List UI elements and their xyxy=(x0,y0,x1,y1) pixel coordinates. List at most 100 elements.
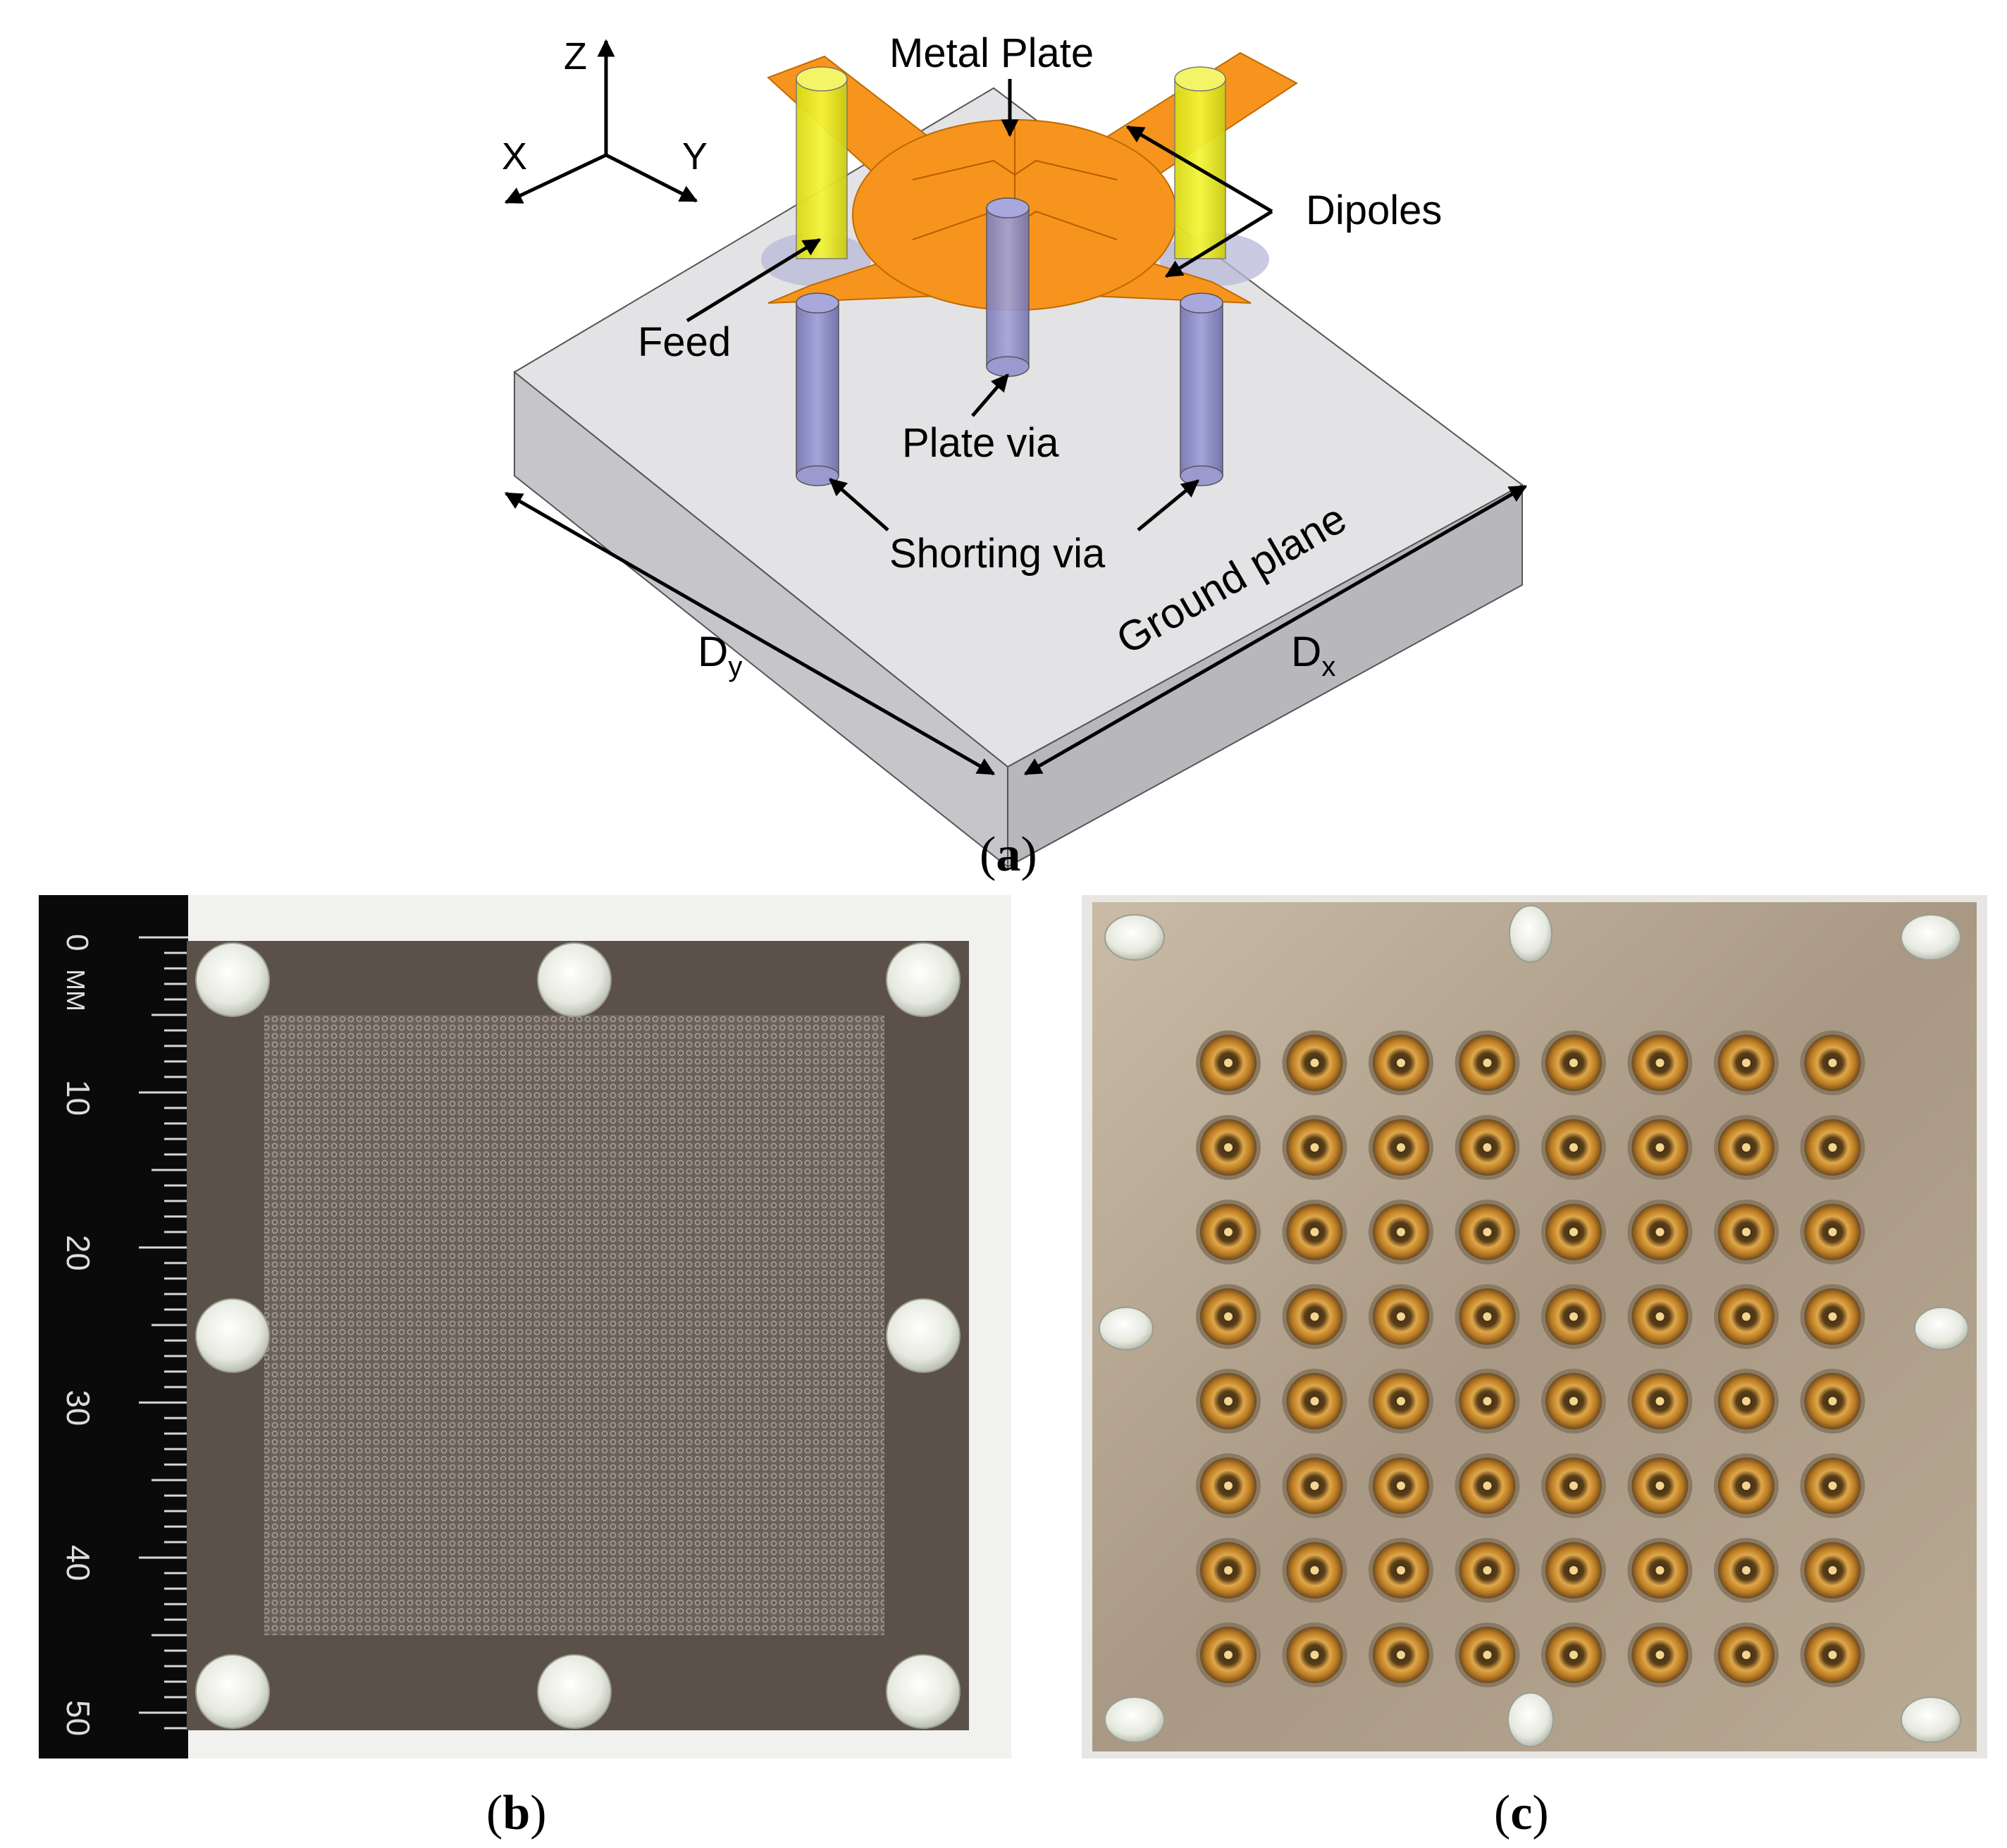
ruler-label-30: 30 xyxy=(60,1390,97,1426)
sma-connector xyxy=(1282,1030,1347,1095)
shorting-via-right xyxy=(1180,299,1223,476)
sma-connector xyxy=(1196,1453,1261,1518)
label-dy: Dy xyxy=(698,628,742,682)
panel-b-photo: 0 MM 10 20 30 40 50 (b) xyxy=(39,895,1011,1840)
sma-connector xyxy=(1455,1284,1520,1349)
sma-connector xyxy=(1541,1115,1606,1180)
sma-connector xyxy=(1627,1369,1693,1434)
sma-connector xyxy=(1800,1030,1865,1095)
sma-connector xyxy=(1282,1200,1347,1264)
nylon-standoffs-c xyxy=(1099,905,1969,1747)
unit-cell-array xyxy=(264,1015,884,1635)
sma-connector xyxy=(1455,1030,1520,1095)
shorting-via-left-bottom xyxy=(796,465,839,486)
axis-y-label: Y xyxy=(682,135,708,178)
plate-via-bottom xyxy=(986,356,1030,377)
sma-connector xyxy=(1369,1115,1433,1180)
sma-connector xyxy=(1196,1284,1261,1349)
ruler-label-0: 0 xyxy=(60,934,94,951)
sma-connector xyxy=(1282,1115,1347,1180)
sma-connector xyxy=(1541,1030,1606,1095)
sma-connector xyxy=(1369,1622,1433,1687)
sma-connector xyxy=(1800,1369,1865,1434)
shorting-via-right-top xyxy=(1180,292,1223,314)
sma-connector xyxy=(1455,1200,1520,1264)
nylon-standoffs-b xyxy=(195,942,961,1729)
sma-connector xyxy=(1627,1200,1693,1264)
ruler-label-40: 40 xyxy=(60,1545,97,1581)
sma-connector xyxy=(1196,1030,1261,1095)
label-metal-plate: Metal Plate xyxy=(889,30,1094,76)
caption-a: (a) xyxy=(980,827,1037,882)
sma-connector xyxy=(1800,1200,1865,1264)
axis-x-label: X xyxy=(502,135,527,178)
sma-connector xyxy=(1800,1538,1865,1603)
sma-connector xyxy=(1714,1200,1779,1264)
sma-connector xyxy=(1627,1115,1693,1180)
ruler-ticks xyxy=(139,936,188,1730)
sma-connector xyxy=(1369,1453,1433,1518)
sma-connector xyxy=(1714,1453,1779,1518)
sma-connector xyxy=(1282,1369,1347,1434)
feed-cylinder-left-top xyxy=(796,66,848,92)
sma-connector xyxy=(1369,1284,1433,1349)
sma-connector xyxy=(1800,1284,1865,1349)
sma-connector xyxy=(1714,1284,1779,1349)
sma-connector xyxy=(1627,1622,1693,1687)
shorting-via-right-bottom xyxy=(1180,465,1223,486)
sma-connector xyxy=(1196,1538,1261,1603)
ruler-label-mm: MM xyxy=(61,969,90,1011)
sma-connector xyxy=(1455,1538,1520,1603)
sma-connector xyxy=(1455,1369,1520,1434)
sma-connector xyxy=(1627,1453,1693,1518)
coordinate-axes xyxy=(504,39,698,204)
sma-connector xyxy=(1714,1369,1779,1434)
label-shorting-via: Shorting via xyxy=(889,531,1106,577)
sma-connector xyxy=(1541,1453,1606,1518)
connector-grid xyxy=(1196,1030,1865,1687)
sma-connector xyxy=(1714,1622,1779,1687)
label-feed: Feed xyxy=(638,319,731,365)
sma-connector xyxy=(1369,1538,1433,1603)
shorting-via-left-top xyxy=(796,292,839,314)
sma-connector xyxy=(1627,1030,1693,1095)
sma-connector xyxy=(1369,1200,1433,1264)
sma-connector xyxy=(1714,1030,1779,1095)
sma-connector xyxy=(1369,1030,1433,1095)
plate-via xyxy=(986,207,1030,367)
sma-connector xyxy=(1541,1369,1606,1434)
sma-connector xyxy=(1455,1453,1520,1518)
sma-connector xyxy=(1282,1622,1347,1687)
sma-connector xyxy=(1455,1115,1520,1180)
sma-connector xyxy=(1627,1538,1693,1603)
sma-connector xyxy=(1714,1115,1779,1180)
sma-connector xyxy=(1369,1369,1433,1434)
plate-via-top xyxy=(986,197,1030,218)
ruler-label-20: 20 xyxy=(60,1235,97,1271)
sma-connector xyxy=(1800,1622,1865,1687)
pointer-arrows xyxy=(504,79,1528,776)
caption-c: (c) xyxy=(1494,1786,1549,1840)
label-dipoles: Dipoles xyxy=(1306,187,1442,233)
sma-connector xyxy=(1455,1622,1520,1687)
sma-connector xyxy=(1196,1115,1261,1180)
ruler xyxy=(39,895,188,1758)
sma-connector xyxy=(1196,1200,1261,1264)
panel-a-diagram: Z X Y Metal Plate Dipoles Feed Plate via… xyxy=(502,30,1528,882)
sma-connector xyxy=(1541,1538,1606,1603)
sma-connector xyxy=(1196,1369,1261,1434)
feed-cylinder-right-top xyxy=(1174,66,1226,92)
sma-connector xyxy=(1541,1622,1606,1687)
label-dx: Dx xyxy=(1291,628,1335,682)
caption-b: (b) xyxy=(486,1786,547,1840)
ruler-label-50: 50 xyxy=(60,1700,97,1736)
sma-connector xyxy=(1282,1284,1347,1349)
shorting-via-left xyxy=(796,299,839,476)
sma-connector xyxy=(1196,1622,1261,1687)
feed-cylinder-left xyxy=(796,78,848,259)
sma-connector xyxy=(1282,1538,1347,1603)
panel-c-photo: (c) xyxy=(1082,895,1987,1840)
axis-z-label: Z xyxy=(564,35,587,78)
sma-connector xyxy=(1541,1200,1606,1264)
